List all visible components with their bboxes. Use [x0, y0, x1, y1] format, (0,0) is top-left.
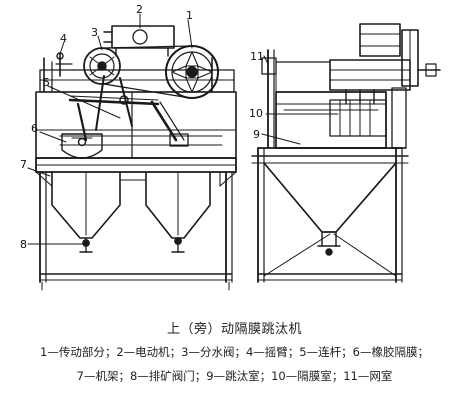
callout-leaders — [27, 13, 339, 245]
screen-chamber — [261, 49, 331, 149]
legend-line-2: 7—机架；8—排矿阀门；9—跳汰室；10—隔膜室；11—网室 — [76, 369, 393, 383]
callout-11: 11 — [250, 50, 264, 63]
diaphragm-chamber — [329, 99, 387, 137]
right-view — [251, 23, 441, 283]
callout-9: 9 — [253, 128, 260, 141]
right-hopper — [263, 162, 397, 256]
callout-1: 1 — [186, 9, 193, 22]
left-jig-body — [35, 57, 237, 159]
electric-motor — [103, 25, 175, 57]
transmission-section — [83, 45, 219, 99]
left-hoppers — [51, 171, 211, 239]
callout-5: 5 — [43, 76, 50, 89]
left-discharge-valves — [79, 237, 185, 253]
callout-10: 10 — [249, 107, 263, 120]
right-drive-mechanism — [329, 23, 441, 149]
callout-labels: 1 2 3 4 5 6 7 8 9 10 11 — [20, 3, 264, 251]
rubber-diaphragm — [61, 133, 103, 159]
legend-line-1: 1—传动部分；2—电动机；3—分水阀；4—摇臂；5—连杆；6—橡胶隔膜； — [40, 345, 429, 359]
callout-3: 3 — [91, 26, 98, 39]
left-water-valve — [55, 52, 73, 77]
callout-7: 7 — [20, 158, 27, 171]
callout-4: 4 — [60, 32, 67, 45]
left-view — [35, 25, 237, 291]
rocker-arm-and-links — [68, 75, 189, 147]
left-machine-frame — [35, 157, 237, 291]
callout-2: 2 — [136, 3, 143, 16]
right-machine-frame — [251, 147, 409, 283]
figure-title: 上（旁）动隔膜跳汰机 — [166, 322, 302, 337]
jig-diagram: 1 2 3 4 5 6 7 8 9 10 11 — [20, 3, 441, 291]
callout-8: 8 — [20, 238, 27, 251]
callout-6: 6 — [31, 122, 38, 135]
